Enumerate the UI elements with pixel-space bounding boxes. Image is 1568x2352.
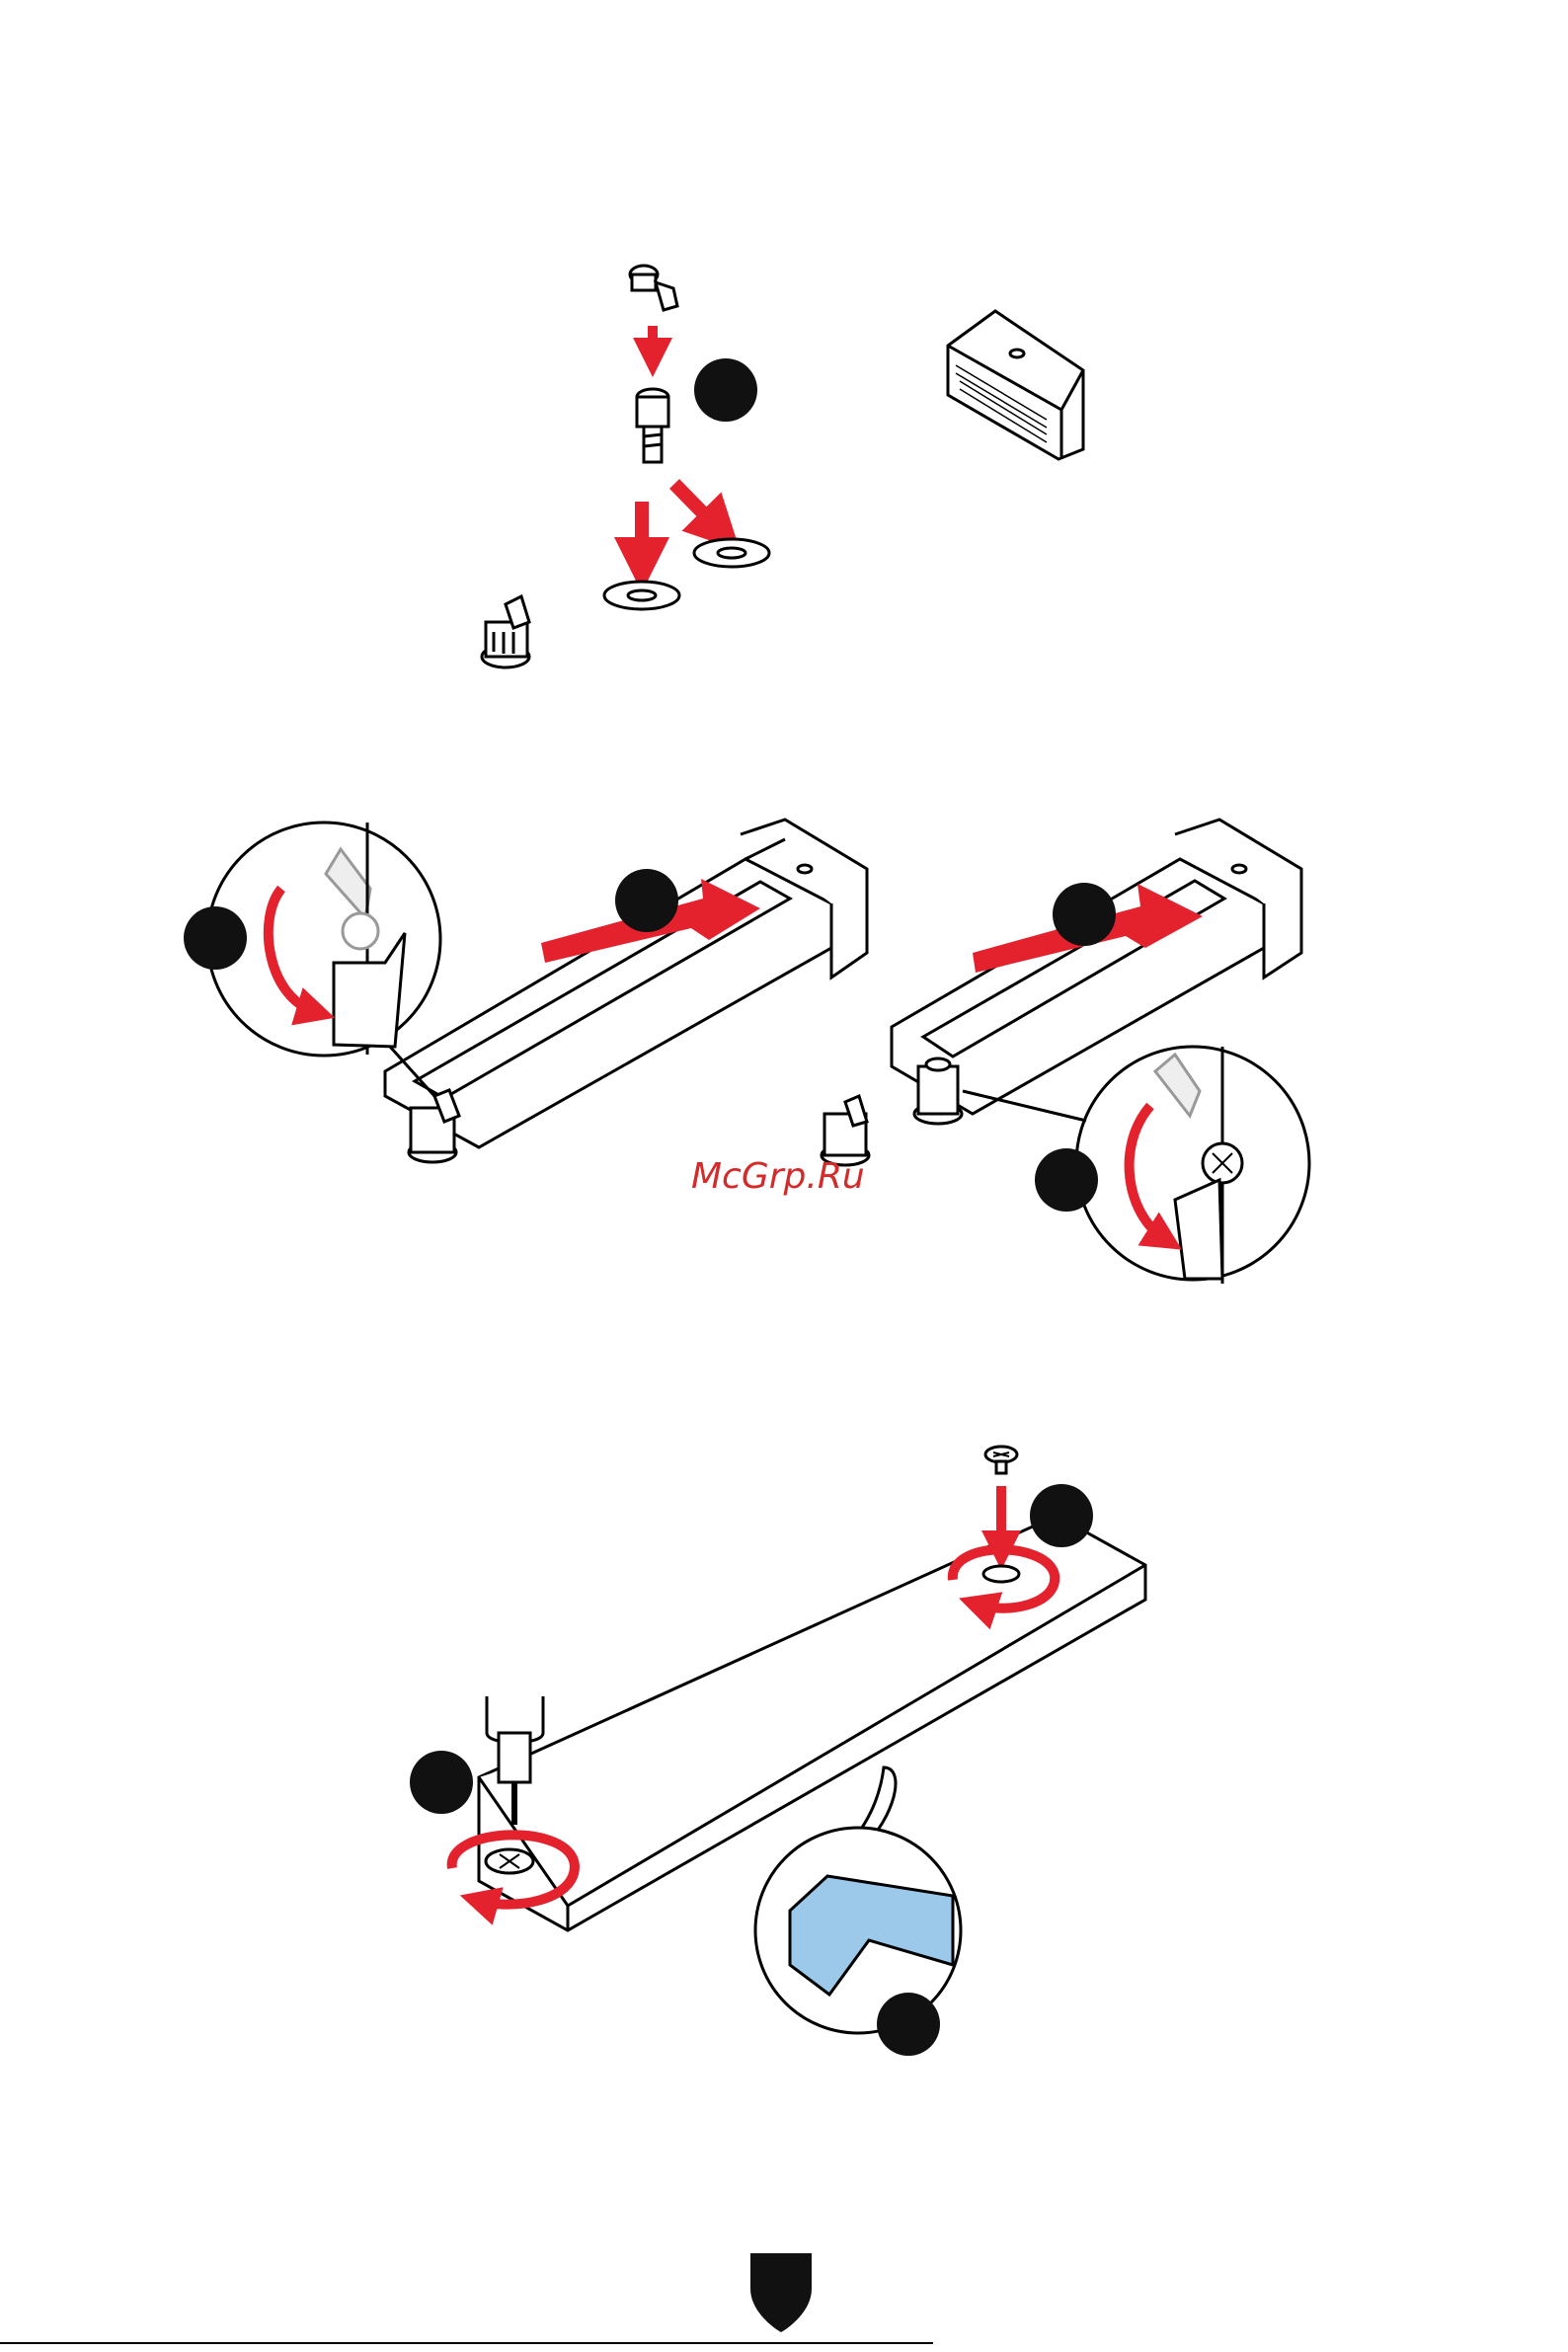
panel-ssd-insert-latch — [184, 820, 1309, 1284]
latch-icon — [482, 596, 529, 667]
step-badge — [694, 358, 757, 422]
step-badge-thermal-pad — [877, 1993, 940, 2056]
ssd-left — [385, 820, 867, 1147]
shield-logo-icon — [750, 2253, 812, 2332]
step-badge-right-insert — [1053, 883, 1116, 946]
step-badge-top-screw — [1030, 1484, 1093, 1547]
latch-screw-icon — [630, 266, 677, 310]
step-badge-right-latch — [1035, 1148, 1098, 1212]
step-badge-left-insert — [615, 869, 678, 932]
zoom-circle-left — [184, 823, 440, 1096]
watermark: McGrp.Ru — [691, 1156, 865, 1197]
screw-icon — [914, 1058, 962, 1124]
screw-icon — [985, 1447, 1017, 1473]
panel-standoff-install — [482, 266, 1083, 667]
step-badge-left-screw — [410, 1751, 473, 1814]
step-badge-left-latch — [184, 906, 247, 970]
standoff-icon — [637, 389, 668, 462]
zoom-circle-thermal-pad — [755, 1767, 961, 2056]
panel-heatsink-screws — [410, 1447, 1145, 2056]
m2-slot-icon — [948, 311, 1083, 459]
latch-icon — [822, 1096, 869, 1165]
